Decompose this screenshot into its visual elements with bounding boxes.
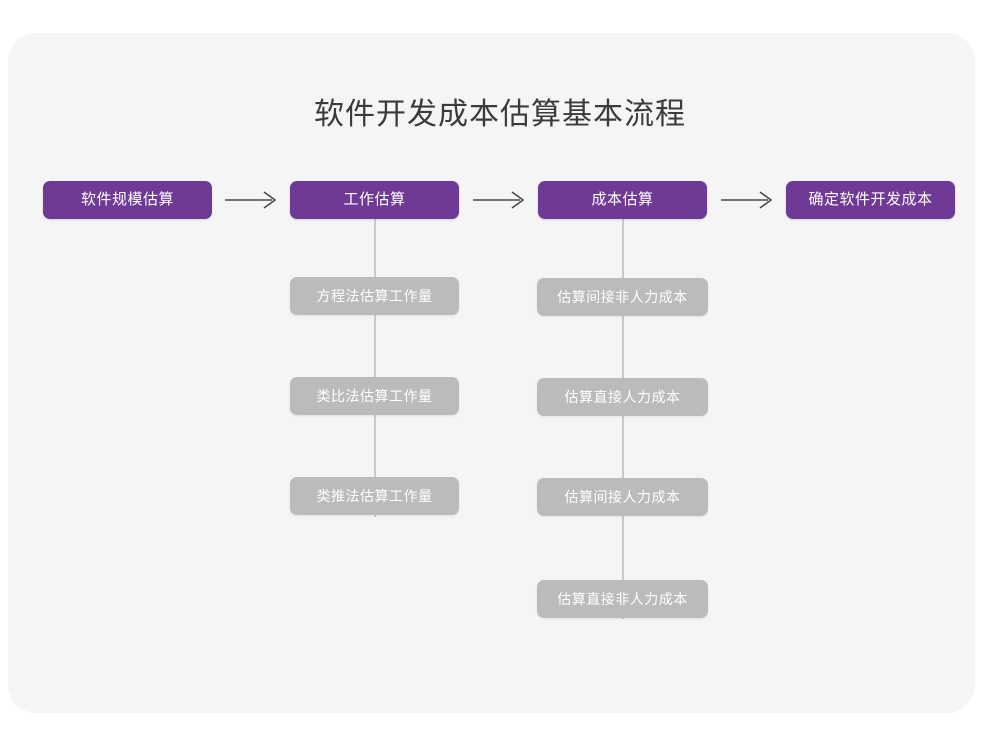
sub-node-equation-method-effort[interactable]: 方程法估算工作量 [290,277,459,315]
sub-node-analogue-method-effort[interactable]: 类推法估算工作量 [290,477,459,515]
sub-node-direct-labor-cost[interactable]: 估算直接人力成本 [537,378,708,416]
arrow-right-icon [222,185,280,215]
flow-node-software-scale-estimation[interactable]: 软件规模估算 [43,181,212,219]
sub-node-indirect-nonlabor-cost[interactable]: 估算间接非人力成本 [537,278,708,316]
flow-node-determine-development-cost[interactable]: 确定软件开发成本 [786,181,955,219]
arrow-right-icon [470,185,528,215]
page-title: 软件开发成本估算基本流程 [314,98,686,131]
content-card [8,33,975,713]
connector-line-work-estimation [374,219,376,517]
sub-node-analogy-method-effort[interactable]: 类比法估算工作量 [290,377,459,415]
sub-node-direct-nonlabor-cost[interactable]: 估算直接非人力成本 [537,580,708,618]
arrow-right-icon [718,185,776,215]
flow-node-cost-estimation[interactable]: 成本估算 [538,181,707,219]
connector-line-cost-estimation [622,219,624,619]
flow-node-work-estimation[interactable]: 工作估算 [290,181,459,219]
sub-node-indirect-labor-cost[interactable]: 估算间接人力成本 [537,478,708,516]
